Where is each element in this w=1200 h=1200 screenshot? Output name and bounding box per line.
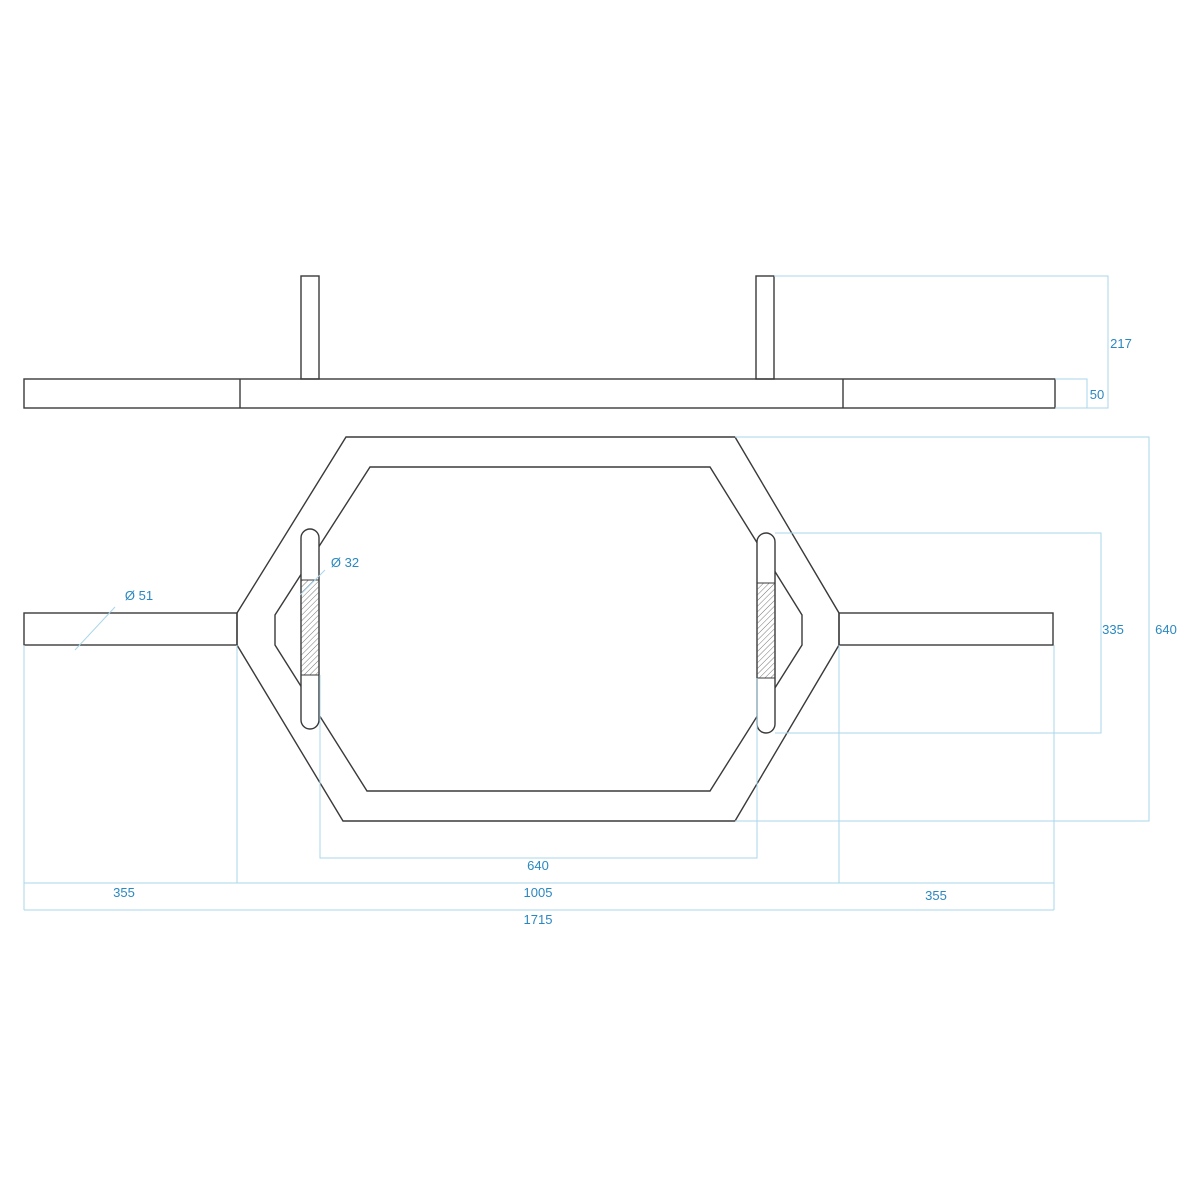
sleeve-left: [23, 612, 238, 646]
handle-left-knurling: [300, 579, 320, 676]
side-view: [23, 275, 1056, 409]
top-dimensions: 640 335 640 355 1005 355 1715 Ø 51 Ø 32: [23, 436, 1177, 927]
side-dimensions: 217 50: [774, 275, 1132, 409]
hex-frame-inner: [274, 466, 803, 792]
dim-upright-height: 217: [1110, 336, 1132, 351]
dim-frame-depth: 640: [1155, 622, 1177, 637]
dim-handle-spacing-height: 335: [1102, 622, 1124, 637]
dim-handle-diameter: Ø 32: [331, 555, 359, 570]
dim-bar-thickness: 50: [1090, 387, 1104, 402]
dim-line-640-width: [319, 675, 758, 859]
dim-handle-spacing-width: 640: [527, 858, 549, 873]
top-view: [23, 436, 1054, 822]
side-upright-right: [755, 275, 775, 380]
leader-51: [74, 606, 116, 651]
side-upright-left: [300, 275, 320, 380]
dim-total-length: 1715: [524, 912, 553, 927]
dim-line-640-depth: [735, 436, 1150, 822]
dim-line-50: [1055, 378, 1088, 408]
sleeve-right: [838, 612, 1054, 646]
dim-sleeve-diameter: Ø 51: [125, 588, 153, 603]
dim-line-217: [774, 275, 1109, 409]
side-bar: [23, 378, 1056, 409]
dim-sleeve-right: 355: [925, 888, 947, 903]
handle-right-knurling: [756, 582, 776, 679]
dim-line-335: [775, 532, 1102, 734]
dim-frame-width: 1005: [524, 885, 553, 900]
hex-frame-outer: [236, 436, 840, 822]
leader-32: [299, 569, 326, 596]
dim-sleeve-left: 355: [113, 885, 135, 900]
